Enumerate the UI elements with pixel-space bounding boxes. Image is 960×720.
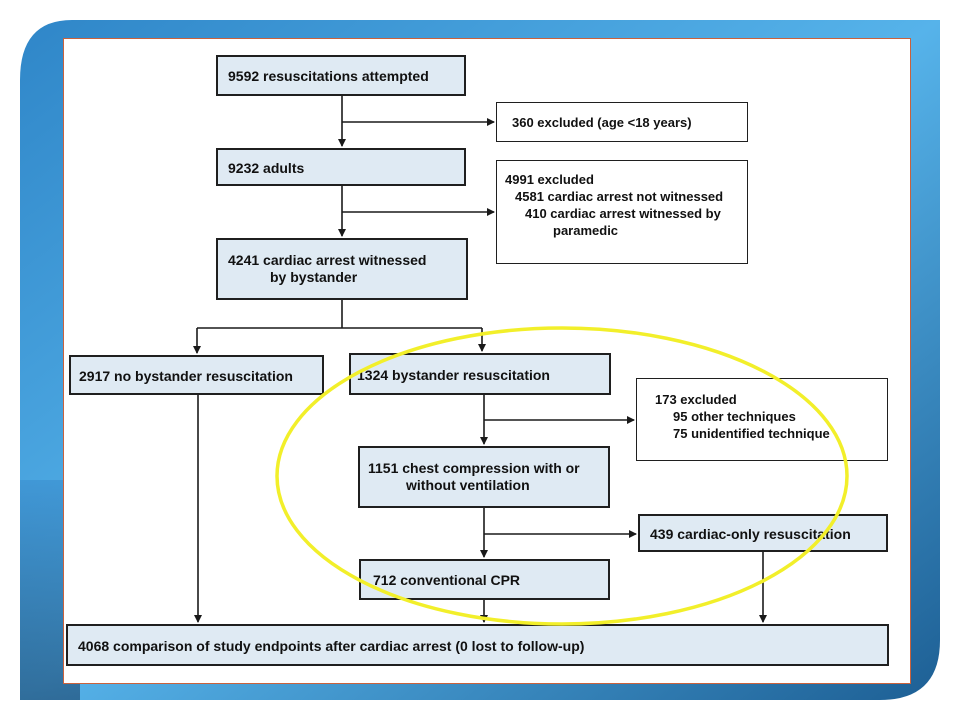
text-adults: 9232 adults (228, 160, 305, 176)
text-comparison: 4068 comparison of study endpoints after… (78, 638, 585, 654)
box-excluded-witness: 4991 excluded 4581 cardiac arrest not wi… (496, 160, 748, 264)
text-attempted: 9592 resuscitations attempted (228, 68, 429, 84)
text-witnessed-2: by bystander (270, 269, 358, 285)
box-bystander-resuscitation: 1324 bystander resuscitation (349, 353, 611, 395)
text-paramedic-1: 410 cardiac arrest witnessed by (525, 206, 721, 221)
box-comparison: 4068 comparison of study endpoints after… (66, 624, 889, 666)
box-cardiac-only: 439 cardiac-only resuscitation (638, 514, 888, 552)
text-chest-1: 1151 chest compression with or (368, 460, 580, 476)
text-not-witnessed: 4581 cardiac arrest not witnessed (515, 189, 724, 204)
box-conventional-cpr: 712 conventional CPR (359, 559, 610, 600)
text-excluded-173: 173 excluded (655, 392, 737, 407)
text-unidentified: 75 unidentified technique (673, 426, 830, 441)
box-excluded-age: 360 excluded (age <18 years) (496, 102, 748, 142)
text-cardiac-only: 439 cardiac-only resuscitation (650, 526, 851, 542)
box-no-bystander: 2917 no bystander resuscitation (69, 355, 324, 395)
text-paramedic-2: paramedic (553, 223, 619, 238)
box-chest-compression: 1151 chest compression with or without v… (358, 446, 610, 508)
box-resuscitations-attempted: 9592 resuscitations attempted (216, 55, 466, 96)
text-chest-2: without ventilation (406, 477, 530, 493)
box-adults: 9232 adults (216, 148, 466, 186)
box-witnessed-by-bystander: 4241 cardiac arrest witnessed by bystand… (216, 238, 468, 300)
text-no-bystander: 2917 no bystander resuscitation (79, 368, 293, 384)
text-excluded-age: 360 excluded (age <18 years) (512, 115, 692, 130)
text-bystander: 1324 bystander resuscitation (357, 367, 550, 383)
text-witnessed-1: 4241 cardiac arrest witnessed (228, 252, 427, 268)
text-conventional: 712 conventional CPR (373, 572, 521, 588)
text-excluded-4991: 4991 excluded (505, 172, 594, 187)
text-other-techniques: 95 other techniques (673, 409, 796, 424)
box-excluded-technique: 173 excluded 95 other techniques 75 unid… (636, 378, 888, 461)
